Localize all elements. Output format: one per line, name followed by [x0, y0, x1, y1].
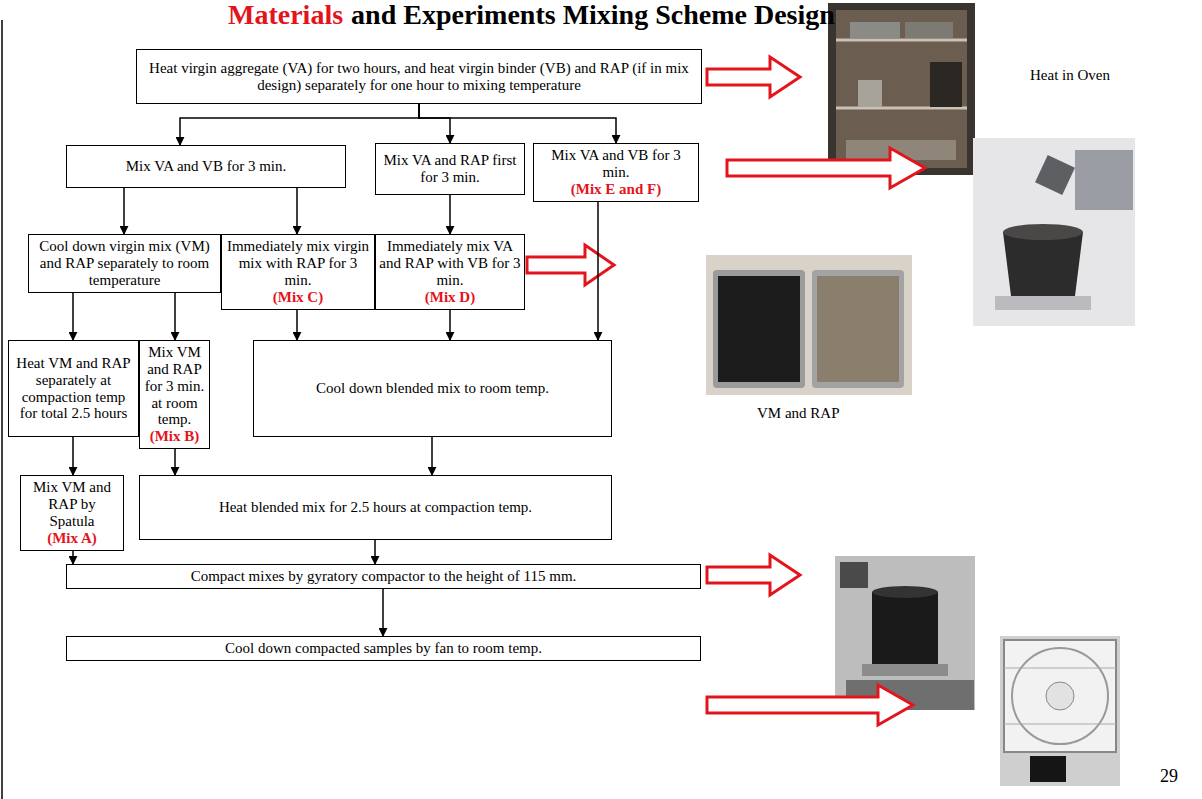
process-box: Heat blended mix for 2.5 hours at compac… [139, 475, 612, 540]
step-text: Heat VM and RAP separately at compaction… [12, 355, 135, 422]
process-box: Heat virgin aggregate (VA) for two hours… [136, 49, 702, 104]
step-text: Mix VA and VB for 3 min. [70, 158, 342, 175]
flow-arrow [123, 188, 125, 234]
title-word: Materials [228, 0, 343, 31]
mix-label: (Mix B) [143, 428, 206, 445]
flow-arrow [296, 310, 298, 340]
process-box: Mix VM and RAP by Spatula(Mix A) [20, 475, 124, 551]
trays-photo [706, 255, 912, 395]
flow-arrow [174, 293, 176, 340]
process-box: Mix VA and VB for 3 min. [66, 145, 346, 188]
box-text-group: Heat virgin aggregate (VA) for two hours… [140, 60, 698, 94]
box-text-group: Mix VM and RAP by Spatula(Mix A) [24, 479, 120, 546]
red-callout-arrow [707, 57, 800, 97]
slide-border [1, 20, 3, 799]
flow-arrow [296, 188, 298, 234]
flow-arrow [449, 195, 451, 234]
box-text-group: Heat blended mix for 2.5 hours at compac… [143, 499, 608, 516]
process-box: Mix VA and VB for 3 min.(Mix E and F) [533, 143, 699, 202]
flow-arrow [72, 437, 74, 475]
box-text-group: Cool down blended mix to room temp. [257, 380, 608, 397]
process-box: Cool down virgin mix (VM) and RAP separa… [28, 234, 221, 293]
step-text: Cool down virgin mix (VM) and RAP separa… [32, 238, 217, 288]
step-text: Mix VA and VB for 3 min. [537, 147, 695, 181]
process-box: Mix VM and RAP for 3 min. at room temp.(… [139, 340, 210, 449]
red-callout-arrow [707, 555, 800, 595]
box-text-group: Heat VM and RAP separately at compaction… [12, 355, 135, 422]
step-text: Mix VM and RAP for 3 min. at room temp. [143, 344, 206, 428]
flow-arrow [374, 540, 376, 564]
red-callout-arrow [707, 685, 913, 725]
mix-label: (Mix D) [379, 289, 521, 306]
box-text-group: Cool down compacted samples by fan to ro… [70, 640, 697, 657]
mix-label: (Mix C) [225, 289, 371, 306]
red-callout-arrow [727, 148, 925, 188]
photo-caption: VM and RAP [757, 405, 840, 422]
title-text: and Experiments Mixing Scheme Design [351, 0, 835, 31]
mix-label: (Mix E and F) [537, 181, 695, 198]
flow-arrow [597, 202, 599, 340]
flow-arrow [72, 551, 74, 564]
step-text: Mix VA and RAP first for 3 min. [379, 152, 521, 186]
flow-arrow [419, 104, 450, 143]
process-box: Immediately mix VA and RAP with VB for 3… [375, 234, 525, 310]
box-text-group: Mix VA and VB for 3 min.(Mix E and F) [537, 147, 695, 197]
step-text: Cool down compacted samples by fan to ro… [70, 640, 697, 657]
step-text: Compact mixes by gyratory compactor to t… [70, 568, 697, 585]
box-text-group: Mix VA and VB for 3 min. [70, 158, 342, 175]
flow-arrow [419, 104, 616, 143]
box-text-group: Cool down virgin mix (VM) and RAP separa… [32, 238, 217, 288]
flow-arrow [174, 449, 176, 475]
flow-arrow [382, 589, 384, 636]
photo-caption: Heat in Oven [1030, 67, 1110, 84]
process-box: Compact mixes by gyratory compactor to t… [66, 564, 701, 589]
mixer-photo [973, 138, 1135, 326]
flow-arrow [449, 310, 451, 340]
process-box: Cool down compacted samples by fan to ro… [66, 636, 701, 661]
step-text: Cool down blended mix to room temp. [257, 380, 608, 397]
page-number: 29 [1160, 766, 1178, 787]
process-box: Mix VA and RAP first for 3 min. [375, 143, 525, 195]
step-text: Heat blended mix for 2.5 hours at compac… [143, 499, 608, 516]
compactor-photo [835, 556, 975, 710]
red-callout-arrow [527, 245, 614, 285]
box-text-group: Mix VM and RAP for 3 min. at room temp.(… [143, 344, 206, 445]
box-text-group: Immediately mix VA and RAP with VB for 3… [379, 238, 521, 305]
step-text: Immediately mix VA and RAP with VB for 3… [379, 238, 521, 288]
mix-label: (Mix A) [24, 530, 120, 547]
flow-arrow [431, 437, 433, 475]
process-box: Immediately mix virgin mix with RAP for … [221, 234, 375, 310]
step-text: Immediately mix virgin mix with RAP for … [225, 238, 371, 288]
flow-arrow [180, 104, 419, 145]
oven-photo [828, 3, 975, 175]
step-text: Heat virgin aggregate (VA) for two hours… [140, 60, 698, 94]
box-text-group: Mix VA and RAP first for 3 min. [379, 152, 521, 186]
process-box: Heat VM and RAP separately at compaction… [8, 340, 139, 437]
fan-photo [1000, 636, 1120, 786]
process-box: Cool down blended mix to room temp. [253, 340, 612, 437]
box-text-group: Immediately mix virgin mix with RAP for … [225, 238, 371, 305]
flow-arrow [72, 293, 74, 340]
step-text: Mix VM and RAP by Spatula [24, 479, 120, 529]
box-text-group: Compact mixes by gyratory compactor to t… [70, 568, 697, 585]
